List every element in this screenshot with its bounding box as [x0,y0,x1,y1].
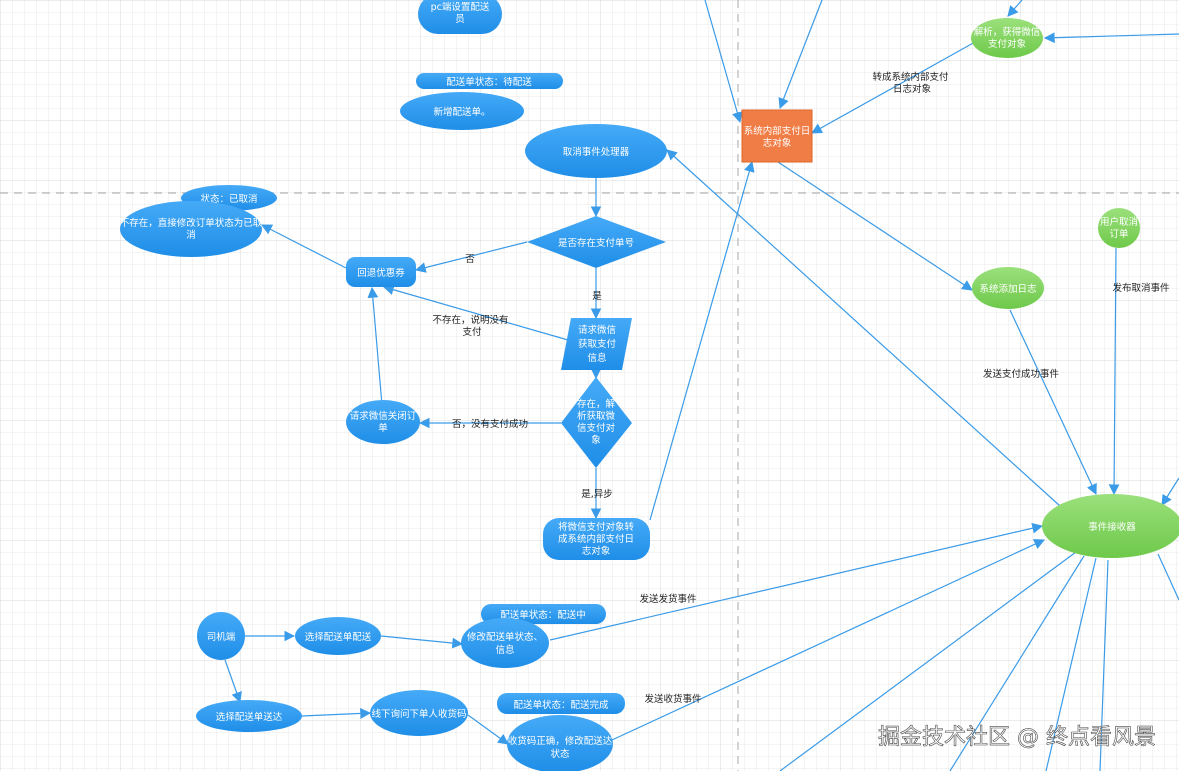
node-event-receiver[interactable]: 事件接收器 [1042,494,1179,558]
node-status-pending[interactable]: 配送单状态：待配送 [416,73,563,89]
svg-text:配送单状态：配送中: 配送单状态：配送中 [500,609,586,621]
svg-text:线下询问下单人收货码: 线下询问下单人收货码 [371,708,466,720]
edge-driver-to-arrive [224,659,242,704]
node-decision-has-pay-no[interactable]: 是否存在支付单号 [527,216,666,268]
svg-text:请求微信获取支付信息: 请求微信获取支付信息 [578,324,617,364]
edge-syslog-to-addlog [777,161,973,291]
svg-text:事件接收器: 事件接收器 [1088,521,1136,533]
node-select-delivery[interactable]: 选择配送单配送 [295,617,381,655]
edge-right-to-parse [1043,32,1179,44]
node-new-delivery[interactable]: 新增配送单。 [400,92,524,130]
edge-usercancel-to-receiver [1108,247,1120,496]
node-request-wx-pay[interactable]: 请求微信获取支付信息 [561,318,632,370]
edge-coupon-to-cancelled [261,224,347,269]
svg-text:系统添加日志: 系统添加日志 [979,283,1036,295]
label-not-exist-unpaid: 不存在，说明没有 支付 [432,314,511,338]
edge-modify-to-receiver [549,522,1044,641]
edge-addlog-to-receiver [1009,309,1097,495]
node-user-cancel[interactable]: 用户取消订单 [1098,208,1140,248]
edge-top-to-parse [1007,0,1023,17]
node-convert-wx-log[interactable]: 将微信支付对象转成系统内部支付日志对象 [543,518,650,560]
svg-text:选择配送单配送: 选择配送单配送 [305,631,372,643]
edge-close-to-coupon [367,286,383,406]
node-close-wx-order[interactable]: 请求微信关闭订单 [346,400,420,444]
svg-text:修改配送单状态、信息: 修改配送单状态、信息 [467,631,543,656]
svg-text:司机端: 司机端 [207,631,236,643]
label-send-pay-success: 发送支付成功事件 [983,368,1060,380]
nodes: pc端设置配送员 配送单状态：待配送 新增配送单。 取消事件处理器 状态：已取消… [120,0,1179,771]
svg-text:回退优惠券: 回退优惠券 [357,267,405,279]
svg-text:新增配送单。: 新增配送单。 [433,106,490,118]
svg-text:解析，获得微信支付对象: 解析，获得微信支付对象 [974,26,1041,50]
edge-top-to-syslog-2 [778,0,823,110]
svg-text:状态：已取消: 状态：已取消 [200,193,257,205]
svg-text:选择配送单送达: 选择配送单送达 [216,711,283,723]
edge-receiver-out-1 [779,551,1077,771]
watermark: 掘金技术社区 @ 终点看风景 [878,725,1156,750]
svg-text:是否存在支付单号: 是否存在支付单号 [558,237,634,249]
node-driver[interactable]: 司机端 [197,612,245,660]
label-yes: 是 [592,291,602,302]
node-modify-status-info[interactable]: 修改配送单状态、信息 [461,618,549,668]
edge-convert-to-syslog [649,160,755,521]
connectors [224,0,1179,771]
edge-right-to-receiver [1161,477,1179,506]
edge-receiver-to-handler [666,149,1061,507]
label-convert-sys-log: 转成系统内部支付 日志对象 [872,71,951,95]
edge-receiver-out-2 [949,555,1085,771]
node-select-arrive[interactable]: 选择配送单送达 [196,700,302,732]
label-no: 否 [465,254,475,265]
svg-text:不存在，直接修改订单状态为已取消: 不存在，直接修改订单状态为已取消 [120,217,263,241]
svg-text:系统内部支付日志对象: 系统内部支付日志对象 [744,125,811,149]
label-no-payment-success: 否，没有支付成功 [452,418,528,430]
node-pc-set-courier[interactable]: pc端设置配送员 [418,0,502,34]
svg-text:请求微信关闭订单: 请求微信关闭订单 [350,410,417,434]
node-status-done[interactable]: 配送单状态：配送完成 [497,693,625,714]
node-offline-ask-code[interactable]: 线下询问下单人收货码 [370,690,468,736]
label-publish-cancel: 发布取消事件 [1112,282,1170,294]
node-decision-exists-parse[interactable]: 存在，解析获取微信支付对象 [561,377,632,468]
edge-receiver-out-4 [1099,559,1109,771]
edge-receiver-out-5 [1157,553,1179,601]
svg-text:取消事件处理器: 取消事件处理器 [563,146,630,158]
edge-parse-to-syslog [811,41,976,134]
label-send-receive: 发送收货事件 [644,693,702,705]
label-send-ship: 发送发货事件 [639,593,697,605]
edge-top-to-syslog-1 [704,0,743,124]
node-cancel-handler[interactable]: 取消事件处理器 [525,124,667,178]
node-sys-pay-log[interactable]: 系统内部支付日志对象 [741,109,813,163]
edge-code-to-receiver [611,539,1045,741]
edge-select-to-modify [380,635,464,649]
svg-text:收货码正确，修改配送达状态: 收货码正确，修改配送达状态 [508,735,613,760]
edge-ask-to-code [467,714,509,745]
edge-receiver-out-3 [1045,557,1097,771]
node-parse-wx[interactable]: 解析，获得微信支付对象 [971,18,1043,58]
svg-text:配送单状态：待配送: 配送单状态：待配送 [446,76,532,88]
edge-labels: 否 是 不存在，说明没有 支付 否，没有支付成功 是,异步 转成系统内部支付 日… [432,71,1170,705]
node-direct-cancel[interactable]: 不存在，直接修改订单状态为已取消 [120,201,263,257]
svg-text:将微信支付对象转成系统内部支付日志对象: 将微信支付对象转成系统内部支付日志对象 [558,521,635,557]
svg-text:存在，解析获取微信支付对象: 存在，解析获取微信支付对象 [577,398,616,446]
svg-text:用户取消订单: 用户取消订单 [1100,216,1138,240]
svg-text:配送单状态：配送完成: 配送单状态：配送完成 [513,699,609,711]
edge-arrive-to-ask [301,708,372,719]
node-return-coupon[interactable]: 回退优惠券 [346,257,416,287]
label-yes-async: 是,异步 [581,489,613,500]
node-code-correct[interactable]: 收货码正确，修改配送达状态 [507,715,613,771]
svg-text:pc端设置配送员: pc端设置配送员 [431,1,490,25]
node-sys-add-log[interactable]: 系统添加日志 [972,267,1044,309]
edge-request-to-coupon [382,284,569,341]
edge-decision-no-to-coupon [414,241,528,273]
